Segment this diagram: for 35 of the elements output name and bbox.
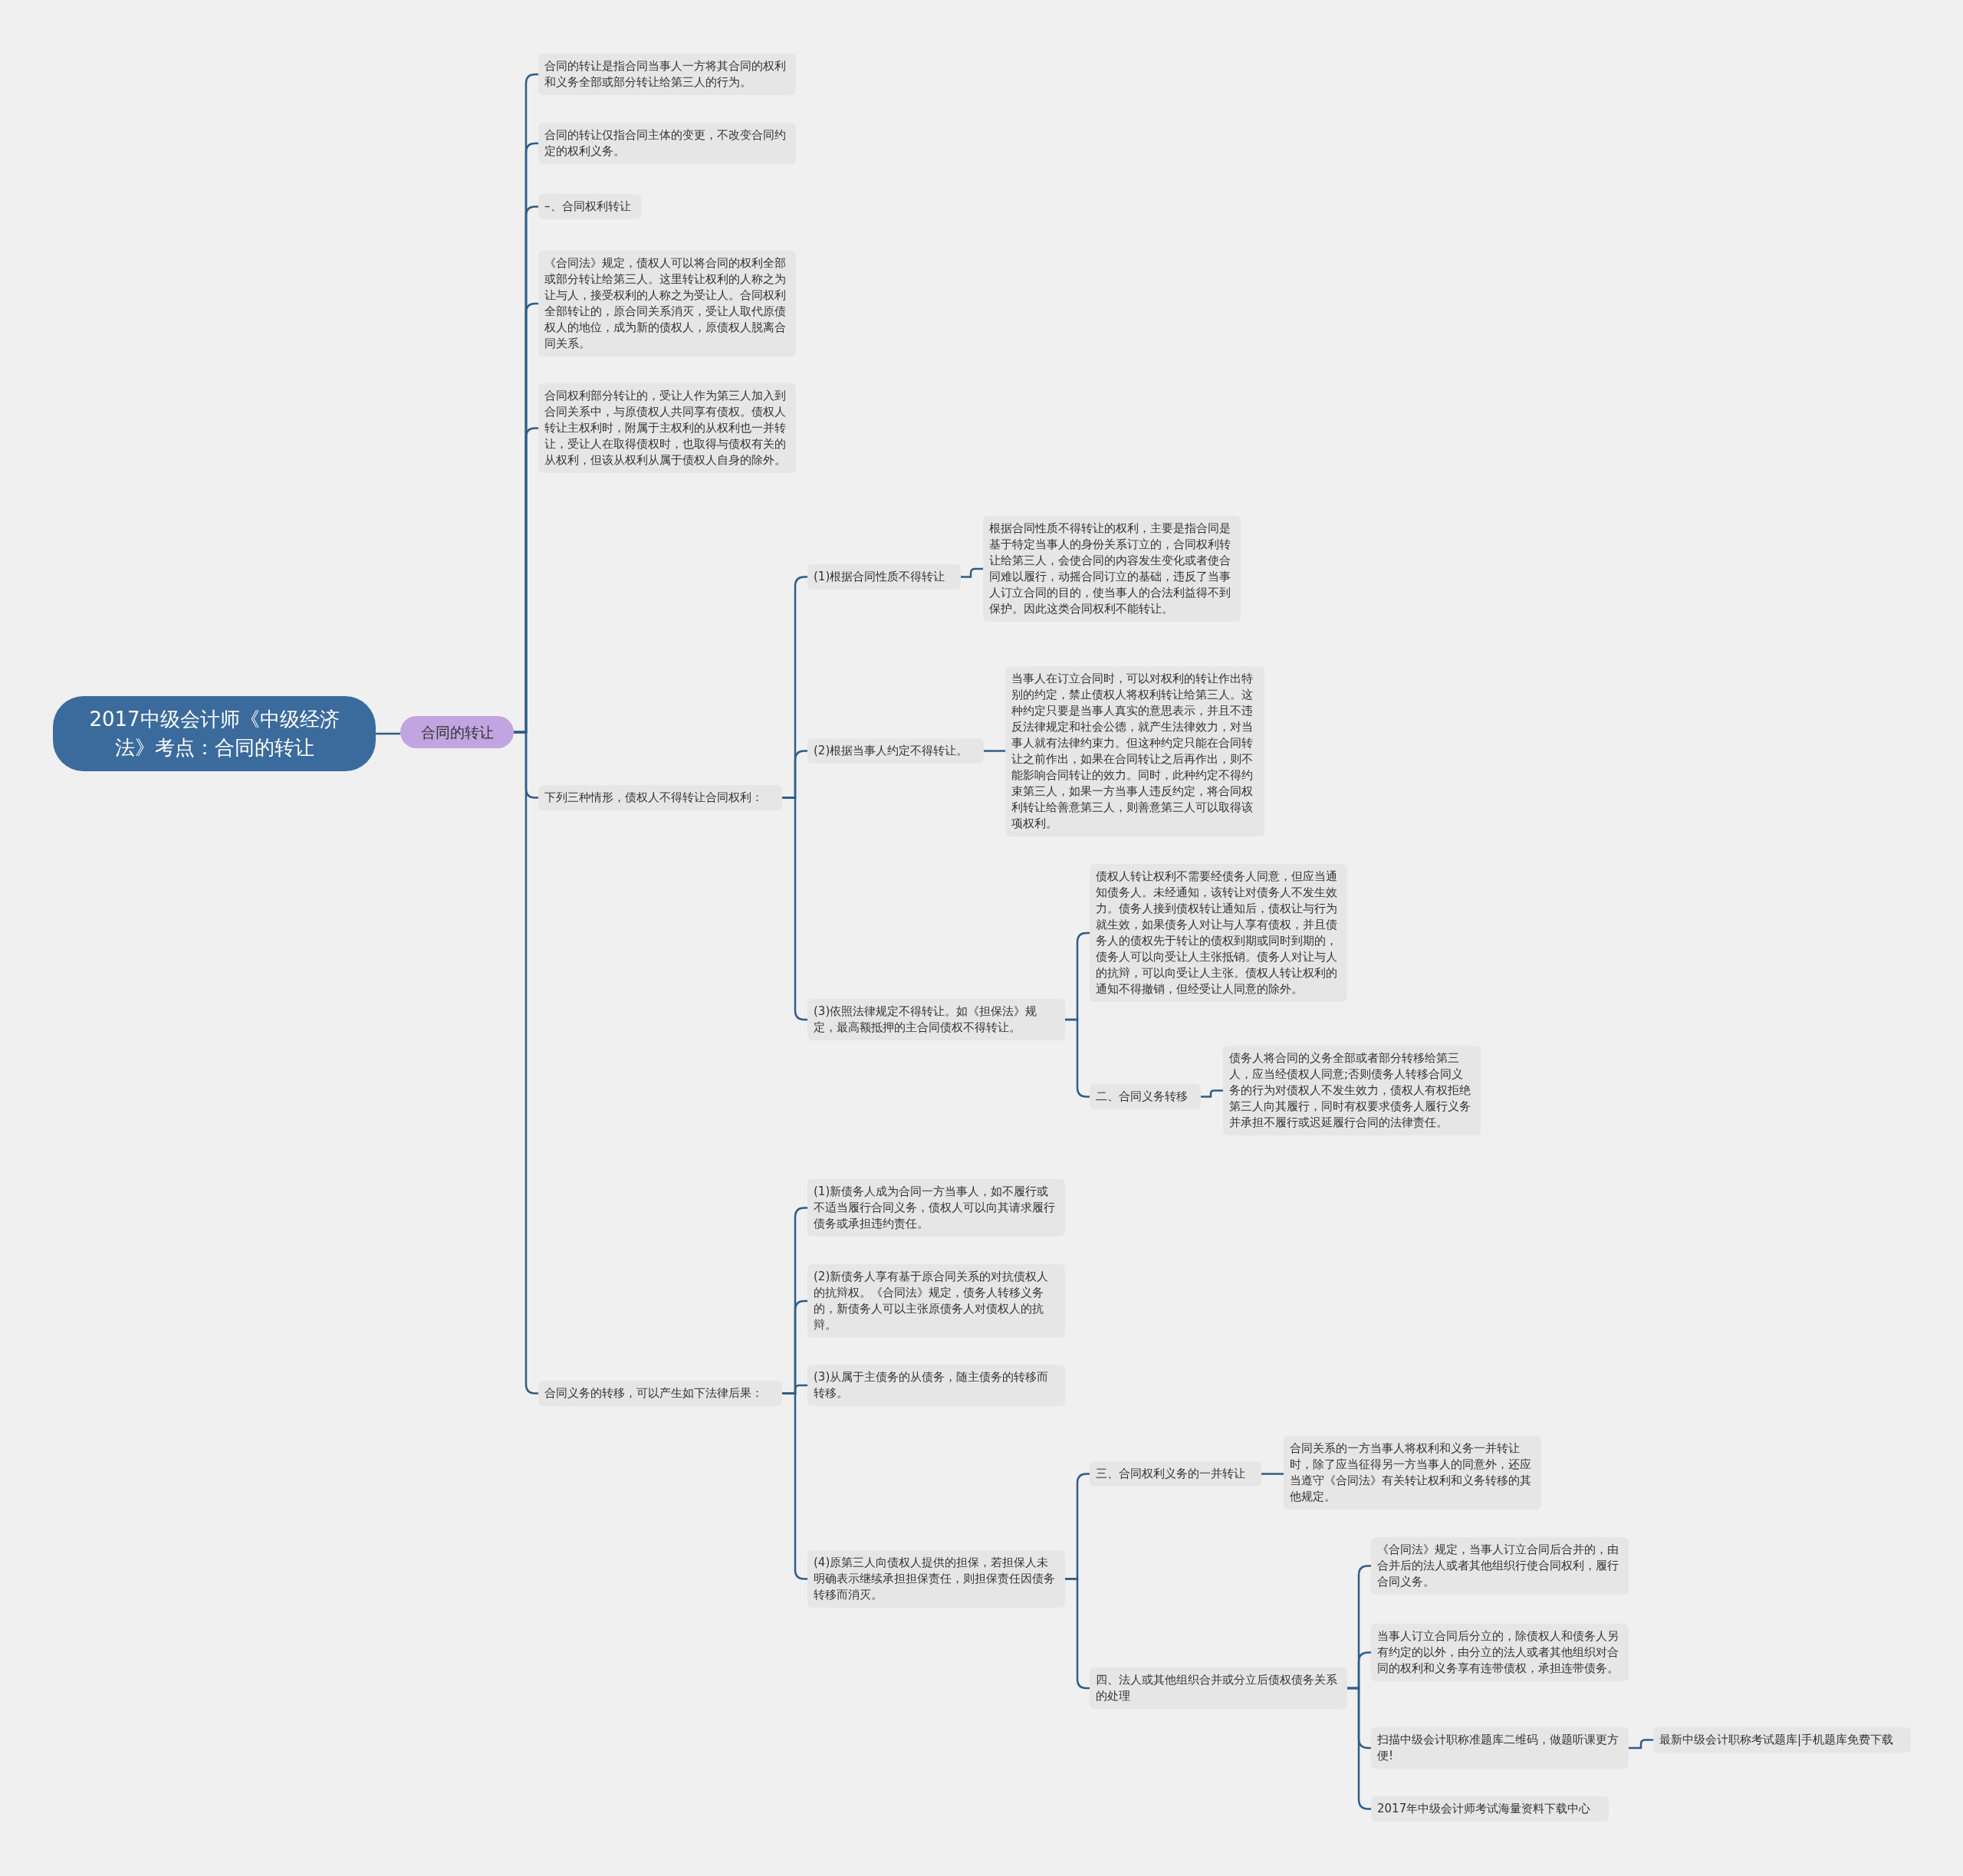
- topic-box: (2)新债务人享有基于原合同关系的对抗债权人的抗辩权。《合同法》规定，债务人转移义务的，新债务人可以主张原债务人对债权人的抗辩。: [807, 1264, 1065, 1338]
- connector-line: [984, 750, 1005, 752]
- topic-box: 合同的转让是指合同当事人一方将其合同的权利和义务全部或部分转让给第三人的行为。: [538, 54, 796, 95]
- topic-box: (1)新债务人成为合同一方当事人，如不履行或不适当履行合同义务，债权人可以向其请求履行债务或承担违约责任。: [807, 1179, 1065, 1237]
- topic-box: (4)原第三人向债权人提供的担保，若担保人未明确表示继续承担担保责任，则担保责任因债务转移而消灭。: [807, 1550, 1065, 1608]
- topic-box: 二、合同义务转移: [1090, 1084, 1201, 1109]
- topic-box: 债务人将合同的义务全部或者部分转移给第三人，应当经债权人同意;否则债务人转移合同义务的行为对债权人不发生效力，债权人有权拒绝第三人向其履行，同时有权要求债务人履行义务并承担不履行或迟延履行合同的法律责任。: [1223, 1046, 1481, 1135]
- topic-box: 当事人订立合同后分立的，除债权人和债务人另有约定的以外，由分立的法人或者其他组织对合同的权利和义务享有连带债权，承担连带债务。: [1371, 1624, 1629, 1681]
- topic-box: (3)从属于主债务的从债务，随主债务的转移而转移。: [807, 1365, 1065, 1406]
- topic-box: (1)根据合同性质不得转让: [807, 564, 961, 590]
- topic-box: (2)根据当事人约定不得转让。: [807, 738, 984, 764]
- topic-box: 债权人转让权利不需要经债务人同意，但应当通知债务人。未经通知，该转让对债务人不发生效力。债务人接到债权转让通知后，债权让与行为就生效，如果债务人对让与人享有债权，并且债务人的债权先于转让的债权到期或同时到期的，债务人可以向受让人主张抵销。债务人对让与人的抗辩，可以向受让人主张。债权人转让权利的通知不得撤销，但经受让人同意的除外。: [1090, 864, 1347, 1002]
- connector-line: [1629, 1739, 1653, 1750]
- connector-line: [961, 567, 983, 578]
- topic-box: 最新中级会计职称考试题库|手机题库免费下载: [1653, 1727, 1911, 1753]
- connector-line: [1201, 1089, 1223, 1098]
- topic-box: 当事人在订立合同时，可以对权利的转让作出特别的约定，禁止债权人将权利转让给第三人。这种约定只要是当事人真实的意思表示，并且不违反法律规定和社会公德，就产生法律效力，对当事人就有法律约束力。但这种约定只能在合同转让之前作出，如果在合同转让之后再作出，则不能影响合同转让的效力。同时，此种约定不得约束第三人，如果一方当事人违反约定，将合同权利转让给善意第三人，则善意第三人可以取得该项权利。: [1005, 666, 1264, 836]
- topic-box: 合同义务的转移，可以产生如下法律后果：: [538, 1381, 782, 1406]
- topic-box: 四、法人或其他组织合并或分立后债权债务关系的处理: [1090, 1667, 1347, 1709]
- topic-box: 合同的转让仅指合同主体的变更，不改变合同约定的权利义务。: [538, 123, 796, 164]
- connector-line: [1261, 1473, 1284, 1475]
- topic-box: (3)依照法律规定不得转让。如《担保法》规定，最高额抵押的主合同债权不得转让。: [807, 999, 1065, 1040]
- topic-box: 下列三种情形，债权人不得转让合同权利：: [538, 785, 782, 810]
- topic-box: –、合同权利转让: [538, 194, 641, 219]
- topic-box: 合同关系的一方当事人将权利和义务一并转让时，除了应当征得另一方当事人的同意外，还应当遵守《合同法》有关转让权利和义务转移的其他规定。: [1284, 1436, 1541, 1510]
- root-topic: 2017中级会计师《中级经济法》考点：合同的转让: [53, 696, 376, 771]
- topic-box: 扫描中级会计职称准题库二维码，做题听课更方便!: [1371, 1727, 1629, 1769]
- topic-box: 三、合同权利义务的一并转让: [1090, 1461, 1261, 1487]
- topic-box: 《合同法》规定，当事人订立合同后合并的，由合并后的法人或者其他组织行使合同权利，履行合同义务。: [1371, 1537, 1629, 1595]
- topic-box: 合同权利部分转让的，受让人作为第三人加入到合同关系中，与原债权人共同享有债权。债权人转让主权利时，附属于主权利的从权利也一并转让，受让人在取得债权时，也取得与债权有关的从权利，但该从权利从属于债权人自身的除外。: [538, 383, 796, 473]
- connector-line: [376, 732, 400, 735]
- topic-box: 根据合同性质不得转让的权利，主要是指合同是基于特定当事人的身份关系订立的，合同权利转让给第三人，会使合同的内容发生变化或者使合同难以履行，动摇合同订立的基础，违反了当事人订立合同的目的，使当事人的合法利益得不到保护。因此这类合同权利不能转让。: [983, 516, 1241, 622]
- topic-box: 《合同法》规定，债权人可以将合同的权利全部或部分转让给第三人。这里转让权利的人称之为让与人，接受权利的人称之为受让人。合同权利全部转让的，原合同关系消灭，受让人取代原债权人的地位，成为新的债权人，原债权人脱离合同关系。: [538, 251, 796, 356]
- main-topic: 合同的转让: [400, 716, 514, 748]
- topic-box: 2017年中级会计师考试海量资料下载中心: [1371, 1796, 1609, 1822]
